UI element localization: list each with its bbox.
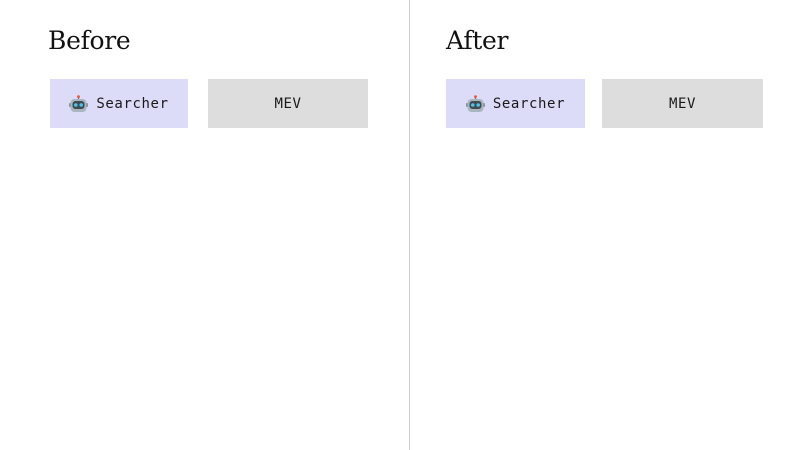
mev-label: MEV (274, 95, 302, 112)
panel-divider (409, 0, 410, 450)
searcher-chip[interactable]: Searcher (50, 79, 188, 128)
mev-chip[interactable]: MEV (602, 79, 763, 128)
after-panel: After Searcher MEV (410, 0, 800, 450)
after-title: After (446, 26, 509, 55)
mev-chip[interactable]: MEV (208, 79, 368, 128)
before-panel: Before Searcher MEV (48, 26, 368, 128)
robot-icon (69, 94, 89, 113)
searcher-label: Searcher (492, 95, 566, 112)
before-title: Before (48, 26, 131, 55)
searcher-label: Searcher (96, 95, 169, 112)
robot-icon (465, 94, 485, 113)
mev-label: MEV (668, 95, 697, 112)
searcher-chip[interactable]: Searcher (446, 79, 585, 128)
